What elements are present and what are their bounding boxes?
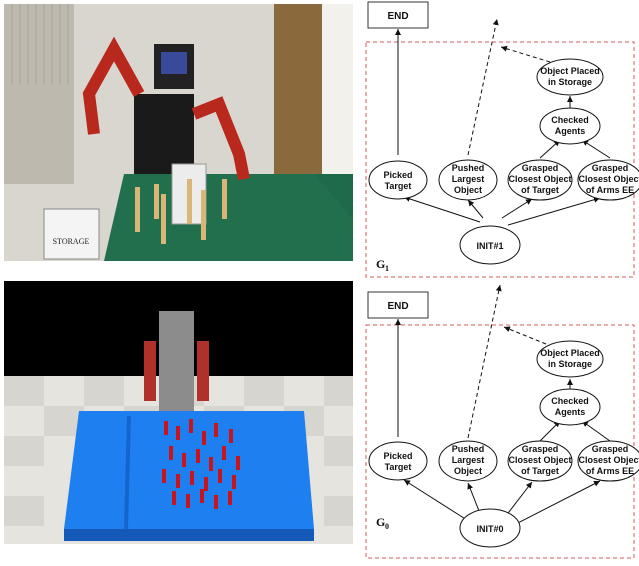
graph-g0-node-picked xyxy=(368,441,428,481)
task-graphs: END Picked Target Pushed Largest Object … xyxy=(360,0,639,561)
graph-g0-checked-line2: Agents xyxy=(555,407,586,417)
graph-g1-pushed-line2: Largest xyxy=(452,174,485,184)
graph-g0-grasped-target-line1: Grasped xyxy=(522,444,559,454)
graph-g1-node-init xyxy=(459,225,521,265)
graph-g0-end-label: END xyxy=(387,301,408,312)
graph-g1-end-node xyxy=(367,1,429,29)
graph-g0-pushed-line3: Object xyxy=(454,466,482,476)
simulation-robot-illustration xyxy=(4,281,353,544)
graph-g1-init-label: INIT#1 xyxy=(476,241,503,251)
simulation-robot-photo xyxy=(4,281,353,544)
graph-g1-node-grasped-arms xyxy=(577,159,639,201)
graph-g0-placed-line2: in Storage xyxy=(548,359,592,369)
graph-g0-grasped-target-line3: of Target xyxy=(521,466,559,476)
graph-g1-node-placed xyxy=(536,58,604,96)
storage-box-label: STORAGE xyxy=(53,237,90,246)
graph-g1-node-checked xyxy=(539,107,601,145)
graph-g1-picked-line1: Picked xyxy=(383,170,412,180)
graph-g0-pushed-line2: Largest xyxy=(452,455,485,465)
graph-g1-end-label: END xyxy=(387,11,408,22)
graph-g1-grasped-target-line1: Grasped xyxy=(522,163,559,173)
graph-g1-frame xyxy=(365,41,635,278)
graph-g0-label-sub: 0 xyxy=(385,522,389,531)
graph-g0: END Picked Target Pushed Largest Object … xyxy=(365,284,639,559)
graph-g0-grasped-arms-line2: Closest Object xyxy=(578,455,639,465)
graph-g1-checked-line2: Agents xyxy=(555,126,586,136)
task-graphs-svg: END Picked Target Pushed Largest Object … xyxy=(365,1,639,559)
graph-g1-node-grasped-target xyxy=(507,159,573,201)
graph-g0-grasped-arms-line3: of Arms EE xyxy=(586,466,634,476)
graph-g1-label: G xyxy=(376,257,385,271)
graph-g0-checked-line1: Checked xyxy=(551,396,589,406)
graph-g0-picked-line2: Target xyxy=(385,462,412,472)
graph-g1-grasped-target-line3: of Target xyxy=(521,185,559,195)
graph-g0-node-checked xyxy=(539,388,601,426)
graph-g0-node-pushed xyxy=(438,440,498,482)
graph-g1-label-sub: 1 xyxy=(385,264,389,273)
graph-g0-grasped-arms-line1: Grasped xyxy=(592,444,629,454)
graph-g0-init-label: INIT#0 xyxy=(476,524,503,534)
graph-g1-grasped-arms-line2: Closest Object xyxy=(578,174,639,184)
real-robot-illustration: STORAGE xyxy=(4,4,353,261)
graph-g0-pushed-line1: Pushed xyxy=(452,444,485,454)
graph-g0-node-init xyxy=(459,508,521,548)
graph-g1-placed-line1: Object Placed xyxy=(540,66,600,76)
graph-g1-pushed-line3: Object xyxy=(454,185,482,195)
graph-g0-placed-line1: Object Placed xyxy=(540,348,600,358)
graph-g1-node-pushed xyxy=(438,159,498,201)
graph-g0-node-grasped-target xyxy=(507,440,573,482)
graph-g1-placed-line2: in Storage xyxy=(548,77,592,87)
graph-g1-grasped-target-line2: Closest Object xyxy=(508,174,571,184)
graph-g0-picked-line1: Picked xyxy=(383,451,412,461)
graph-g1-node-picked xyxy=(368,160,428,200)
graph-g0-grasped-target-line2: Closest Object xyxy=(508,455,571,465)
graph-g0-end-node xyxy=(367,291,429,319)
real-robot-photo: STORAGE xyxy=(4,4,353,261)
graph-g1-pushed-line1: Pushed xyxy=(452,163,485,173)
graph-g1: END Picked Target Pushed Largest Object … xyxy=(365,1,639,278)
graph-g0-label: G xyxy=(376,515,385,529)
graph-g0-frame xyxy=(365,324,635,559)
graph-g1-grasped-arms-line1: Grasped xyxy=(592,163,629,173)
graph-g0-node-placed xyxy=(536,340,604,378)
graph-g0-node-grasped-arms xyxy=(577,440,639,482)
graph-g1-picked-line2: Target xyxy=(385,181,412,191)
graph-g1-grasped-arms-line3: of Arms EE xyxy=(586,185,634,195)
graph-g1-checked-line1: Checked xyxy=(551,115,589,125)
